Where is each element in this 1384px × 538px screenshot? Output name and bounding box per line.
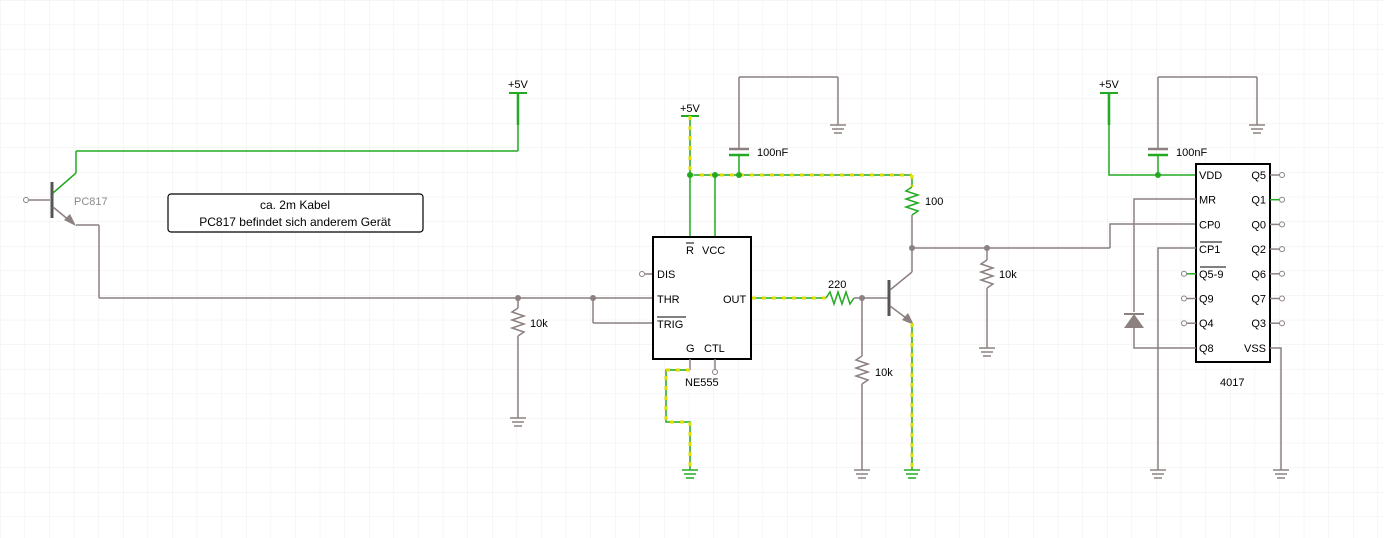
ic4017-pin-terminal[interactable]	[1279, 172, 1285, 178]
ic4017-pin-terminal[interactable]	[1279, 320, 1285, 327]
ne555-pin-trig: TRIG	[657, 319, 683, 331]
ne555-pin-g: G	[686, 343, 695, 355]
ne555-chip[interactable]: R VCC DIS THR TRIG OUT G CTL	[652, 236, 752, 360]
capacitor-2[interactable]	[1148, 147, 1168, 157]
resistor-base-label: 220	[828, 279, 846, 291]
resistor-bias-label: 10k	[875, 367, 893, 379]
supply-5v-c: +5V	[1099, 79, 1120, 94]
supply-label: +5V	[680, 103, 701, 115]
ground-symbol	[854, 469, 870, 479]
note-box: ca. 2m Kabel PC817 befindet sich anderem…	[167, 193, 424, 233]
ic4017-pin-cp1: CP1	[1199, 244, 1220, 256]
ne555-pin-thr: THR	[657, 294, 680, 306]
resistor-output[interactable]	[978, 259, 996, 289]
ic4017-pin-mr: MR	[1199, 195, 1216, 207]
ground-symbol	[682, 469, 698, 479]
ne555-pin-dis: DIS	[657, 269, 675, 281]
ground-symbol	[979, 347, 995, 357]
ic4017-pin-q7: Q7	[1251, 294, 1266, 306]
resistor-collector[interactable]	[903, 186, 921, 216]
ne555-name: NE555	[685, 377, 719, 389]
supply-label: +5V	[508, 79, 529, 91]
supply-5v-a: +5V	[508, 79, 529, 125]
capacitor-1-label: 100nF	[757, 147, 788, 159]
ic4017-pin-terminal[interactable]	[1279, 270, 1285, 277]
ground-symbol	[1273, 469, 1289, 479]
note-line-1: ca. 2m Kabel	[260, 198, 330, 212]
npn-transistor[interactable]	[887, 271, 914, 325]
ic4017-pin-terminal[interactable]	[1279, 221, 1285, 228]
ic4017-pin-q5: Q5	[1251, 170, 1266, 182]
ic4017-pin-terminal[interactable]	[1279, 196, 1285, 203]
ic4017-pin-q1: Q1	[1251, 195, 1266, 207]
ic4017-pin-cp0: CP0	[1199, 219, 1220, 231]
ne555-pin-r: R	[686, 245, 694, 257]
ic4017-pin-q3: Q3	[1251, 318, 1266, 330]
ic4017-pin-terminal[interactable]	[1181, 270, 1187, 277]
supply-5v-b: +5V	[680, 103, 701, 117]
ground-symbol	[904, 469, 920, 479]
ground-symbol	[1249, 124, 1265, 134]
ic4017-pin-terminal[interactable]	[1279, 295, 1285, 302]
ic4017-pin-q5-9: Q5-9	[1199, 269, 1223, 281]
resistor-bias[interactable]	[853, 355, 871, 385]
capacitor-1[interactable]	[729, 147, 749, 157]
ic4017-pin-q6: Q6	[1251, 269, 1266, 281]
optocoupler-label: PC817	[74, 196, 108, 208]
supply-label: +5V	[1099, 79, 1120, 91]
ground-symbol	[1150, 469, 1166, 479]
diode[interactable]	[1124, 313, 1144, 328]
resistor-input-label: 10k	[530, 318, 548, 330]
ic4017-pin-terminal[interactable]	[1181, 295, 1187, 302]
resistor-input[interactable]	[509, 307, 527, 337]
resistor-collector-label: 100	[925, 196, 943, 208]
ic4017-pin-q0: Q0	[1251, 219, 1266, 231]
ic4017-pin-vdd: VDD	[1199, 170, 1222, 182]
optocoupler-transistor[interactable]: PC817	[23, 172, 108, 226]
ne555-pin-ctl: CTL	[704, 343, 725, 355]
ne555-pin-vcc: VCC	[702, 245, 725, 257]
ic4017-pin-q8: Q8	[1199, 343, 1214, 355]
resistor-base[interactable]	[825, 289, 855, 307]
ic4017-pin-q2: Q2	[1251, 244, 1266, 256]
ic4017-name: 4017	[1220, 377, 1244, 389]
resistor-output-label: 10k	[999, 269, 1017, 281]
ic4017-pin-vss: VSS	[1244, 343, 1266, 355]
ic4017-pin-q4: Q4	[1199, 318, 1214, 330]
ground-symbol	[510, 417, 526, 427]
ground-symbol	[830, 124, 846, 134]
ic4017-pin-q9: Q9	[1199, 294, 1214, 306]
note-line-2: PC817 befindet sich anderem Gerät	[199, 215, 391, 229]
ic4017-pin-terminal[interactable]	[1181, 320, 1187, 327]
capacitor-2-label: 100nF	[1176, 147, 1207, 159]
ic4017-pin-terminal[interactable]	[1279, 246, 1285, 253]
ne555-pin-out: OUT	[723, 294, 747, 306]
